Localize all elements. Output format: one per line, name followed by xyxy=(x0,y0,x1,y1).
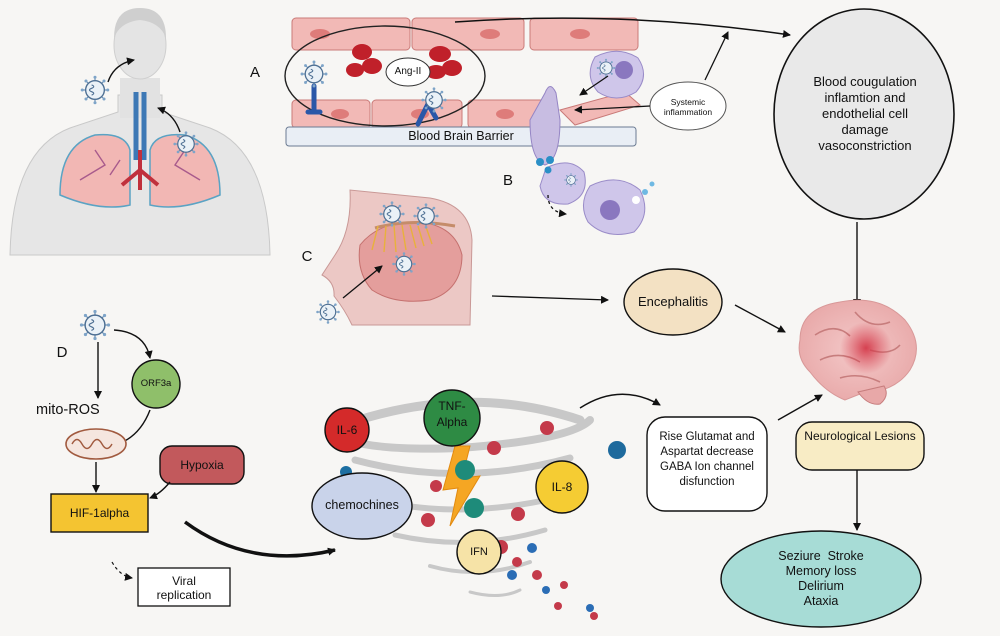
mito-ros-label: mito-ROS xyxy=(36,402,100,418)
outcome-ellipse xyxy=(773,8,955,220)
ifn-node xyxy=(456,529,502,575)
hypoxia-node xyxy=(159,445,245,485)
panel-label-c: C xyxy=(301,248,313,265)
mitochondrion-icon xyxy=(65,428,127,460)
panel-label-d: D xyxy=(56,344,68,361)
chemochines-text: chemochines xyxy=(325,498,399,512)
hypoxia-text: Hypoxia xyxy=(180,458,224,472)
bbb-label: Blood Brain Barrier xyxy=(408,129,514,143)
systemic-inflammation-label: Systemic inflammation xyxy=(663,97,713,117)
il8-text: IL-8 xyxy=(551,480,573,494)
ifn-text: IFN xyxy=(470,546,488,558)
il6-node xyxy=(324,407,370,453)
nasal-cavity-illustration xyxy=(315,189,609,326)
il8-node xyxy=(535,460,589,514)
symptom-line-1: Seziure Stroke xyxy=(778,549,864,563)
panel-label-a: A xyxy=(249,64,260,81)
hif-text: HIF-1alpha xyxy=(69,506,130,520)
viral-replication-node xyxy=(137,567,231,607)
ang-ii-label: Ang-II xyxy=(394,66,422,77)
glutamate-text: Rise Glutamat and Aspartat decrease GABA… xyxy=(659,431,755,488)
orf3a-node xyxy=(131,359,181,409)
symptom-line-2: Memory loss xyxy=(785,564,857,578)
glutamate-box xyxy=(646,416,768,512)
brain-illustration xyxy=(798,299,917,405)
outcome-text: Blood cougulation inflamtion and endothe… xyxy=(813,74,917,153)
chemochines-node xyxy=(311,472,413,540)
pathway-d xyxy=(50,309,336,607)
hif-node xyxy=(50,493,149,533)
symptom-line-4: Ataxia xyxy=(803,594,839,608)
symptoms-ellipse xyxy=(720,530,922,628)
tnf-node xyxy=(423,389,481,447)
cytokine-storm-illustration xyxy=(311,389,661,620)
panel-label-b: B xyxy=(502,172,513,189)
neuro-lesions-text: Neurological Lesions xyxy=(804,429,916,443)
symptom-line-3: Delirium xyxy=(798,579,844,593)
encephalitis-node xyxy=(623,268,723,336)
neuro-lesions-box xyxy=(795,421,925,471)
orf3a-text: ORF3a xyxy=(140,378,172,389)
human-body-illustration xyxy=(9,8,271,256)
viral-replication-text: Viral replication xyxy=(156,574,212,602)
encephalitis-text: Encephalitis xyxy=(637,294,709,309)
blood-vessel-illustration xyxy=(284,17,791,235)
tnf-text: TNF-Alpha xyxy=(436,399,468,429)
il6-text: IL-6 xyxy=(336,423,358,437)
